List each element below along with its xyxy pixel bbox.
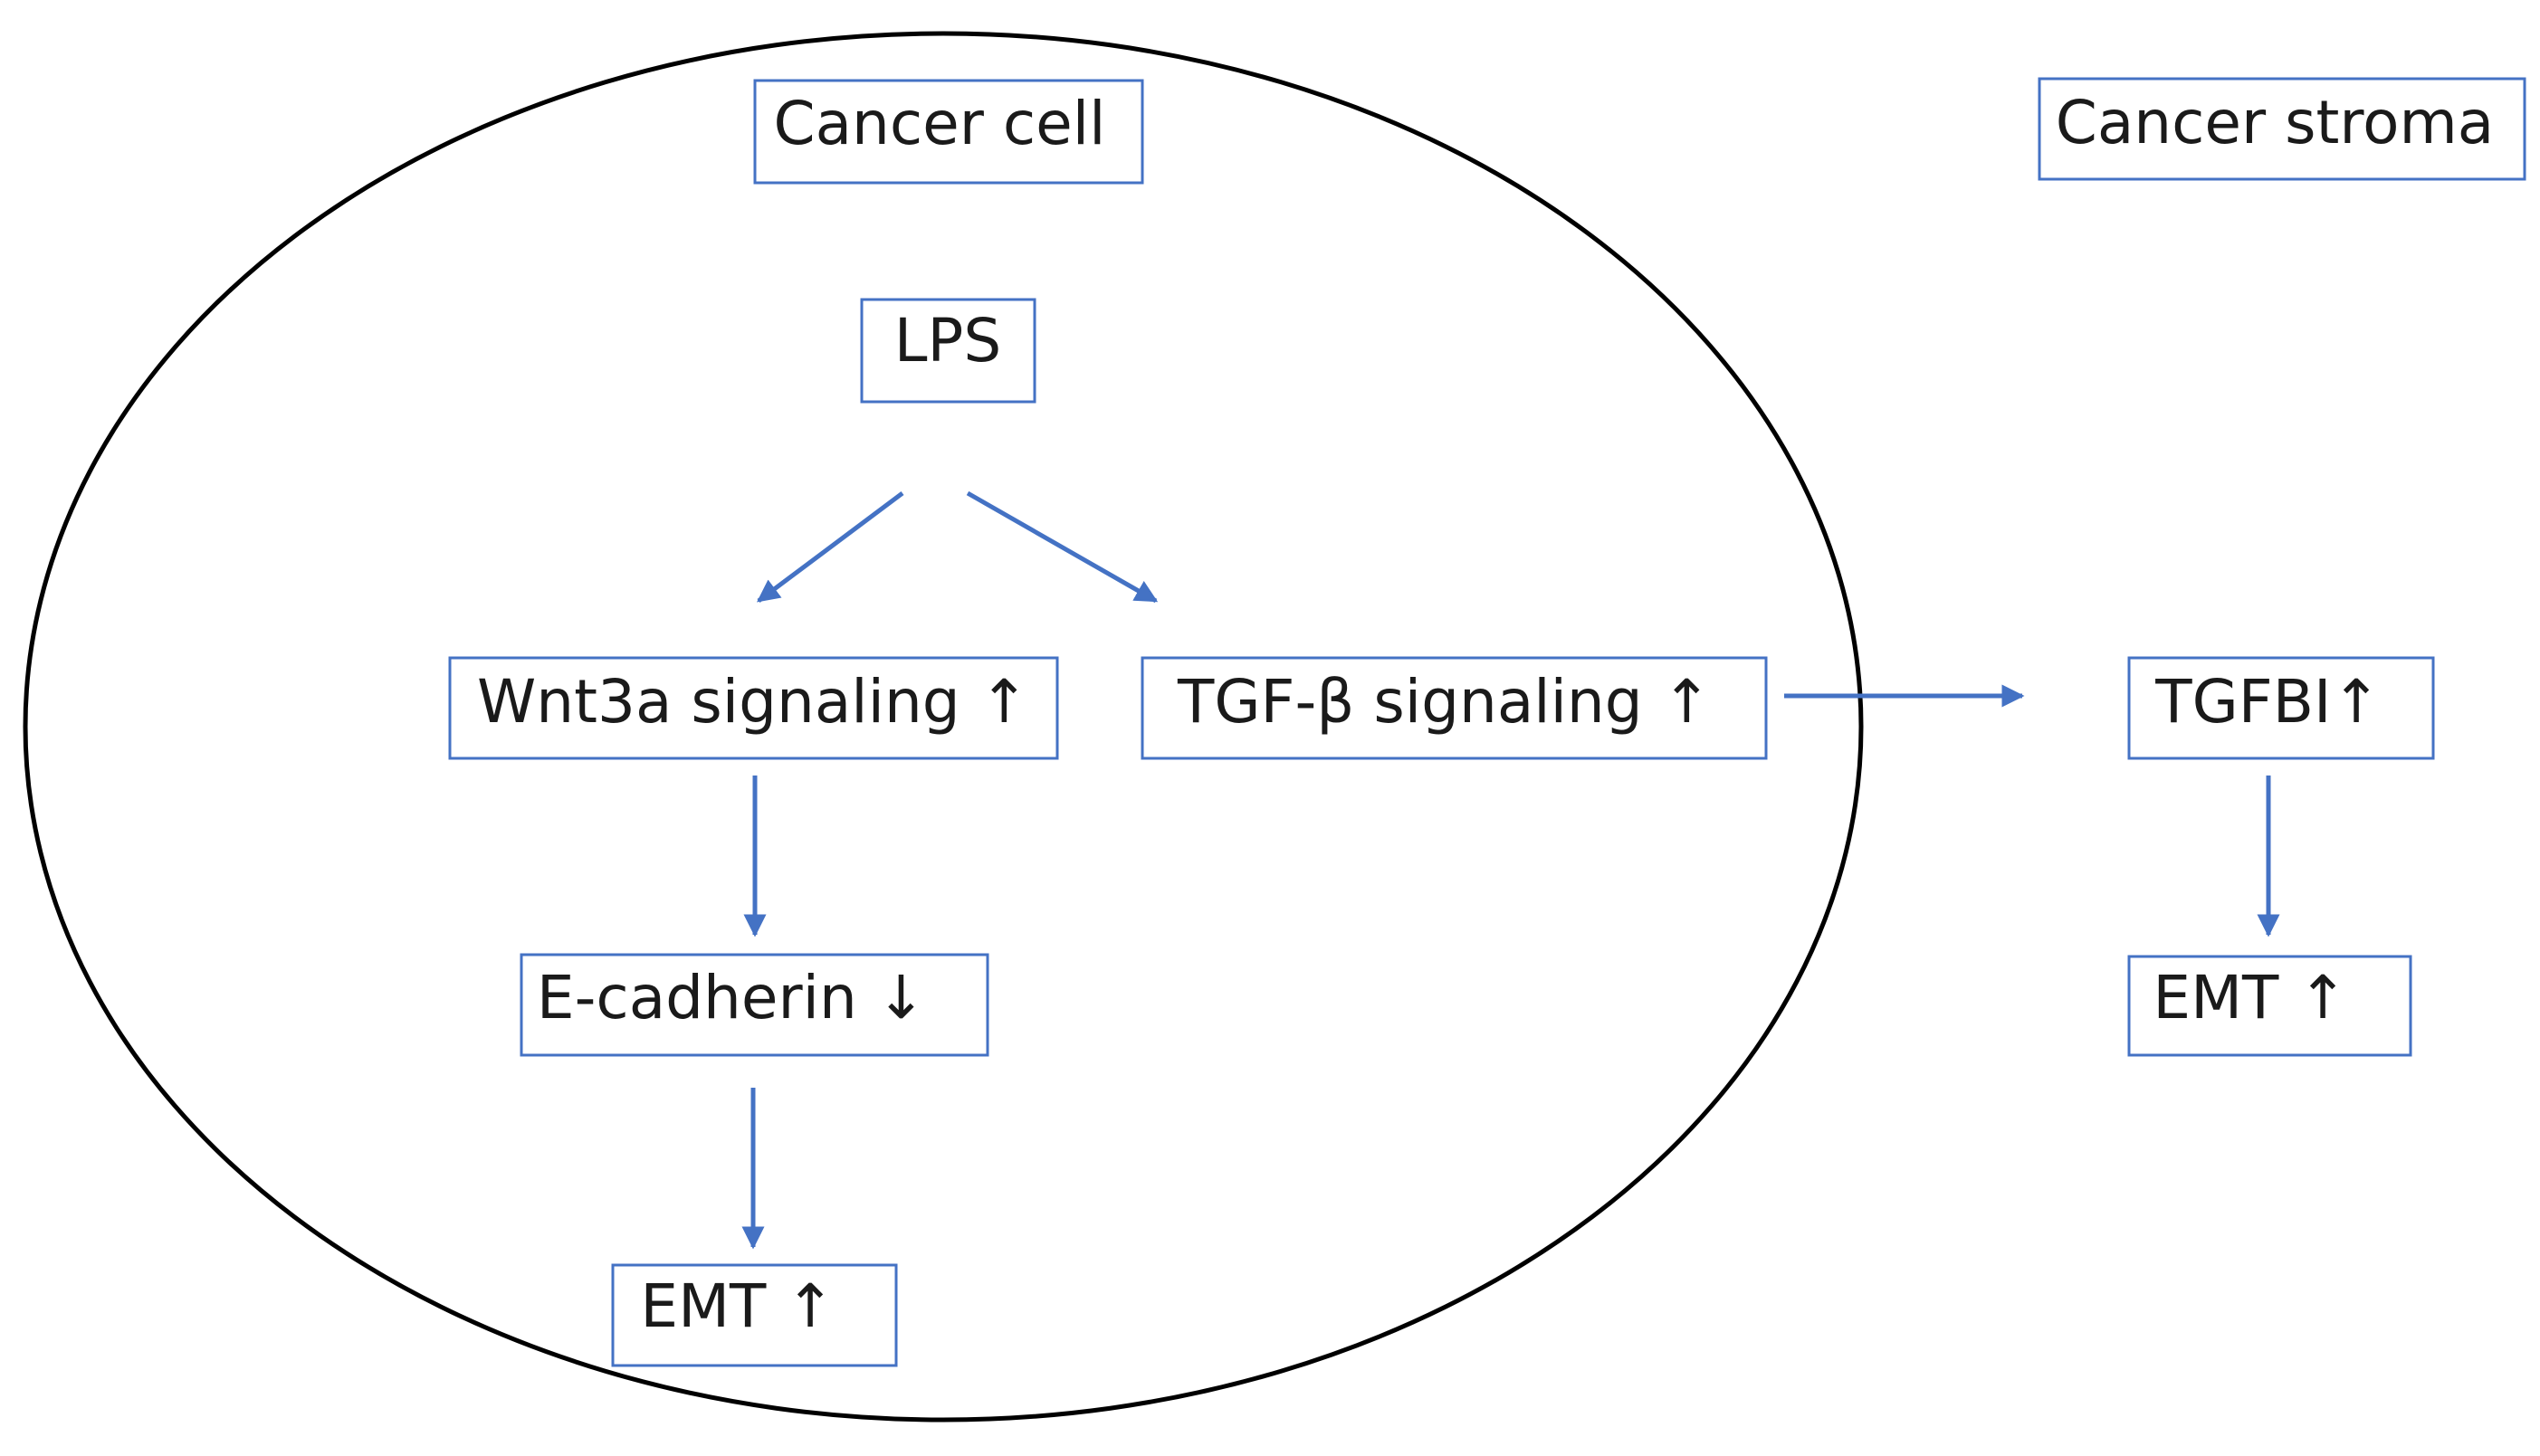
emt-cell-node: EMT ↑ bbox=[611, 1263, 898, 1367]
tgfbi-node: TGFBI↑ bbox=[2127, 656, 2435, 760]
cancer-stroma-label-box: Cancer stroma bbox=[2038, 77, 2526, 181]
arrow-lps-to-wnt3a bbox=[756, 490, 904, 604]
emt-stroma-node: EMT ↑ bbox=[2127, 955, 2412, 1057]
tgfb-node: TGF-β signaling ↑ bbox=[1141, 656, 1768, 760]
cancer-cell-label: Cancer cell bbox=[774, 89, 1106, 158]
cancer-cell-label-box: Cancer cell bbox=[753, 79, 1144, 185]
emt-cell-label: EMT ↑ bbox=[640, 1271, 835, 1341]
emt-stroma-label: EMT ↑ bbox=[2153, 963, 2347, 1033]
cancer-stroma-label: Cancer stroma bbox=[2056, 88, 2494, 157]
tgfbi-label: TGFBI↑ bbox=[2154, 667, 2381, 737]
ecadherin-label: E-cadherin ↓ bbox=[537, 963, 926, 1033]
wnt3a-label: Wnt3a signaling ↑ bbox=[477, 667, 1029, 737]
arrow-lps-to-tgfb bbox=[966, 490, 1159, 604]
ecadherin-node: E-cadherin ↓ bbox=[520, 953, 989, 1057]
lps-label: LPS bbox=[894, 306, 1001, 376]
wnt3a-node: Wnt3a signaling ↑ bbox=[448, 656, 1059, 760]
cancer-cell-membrane bbox=[23, 31, 1864, 1423]
lps-node: LPS bbox=[860, 298, 1036, 404]
tgfb-label: TGF-β signaling ↑ bbox=[1177, 667, 1712, 737]
